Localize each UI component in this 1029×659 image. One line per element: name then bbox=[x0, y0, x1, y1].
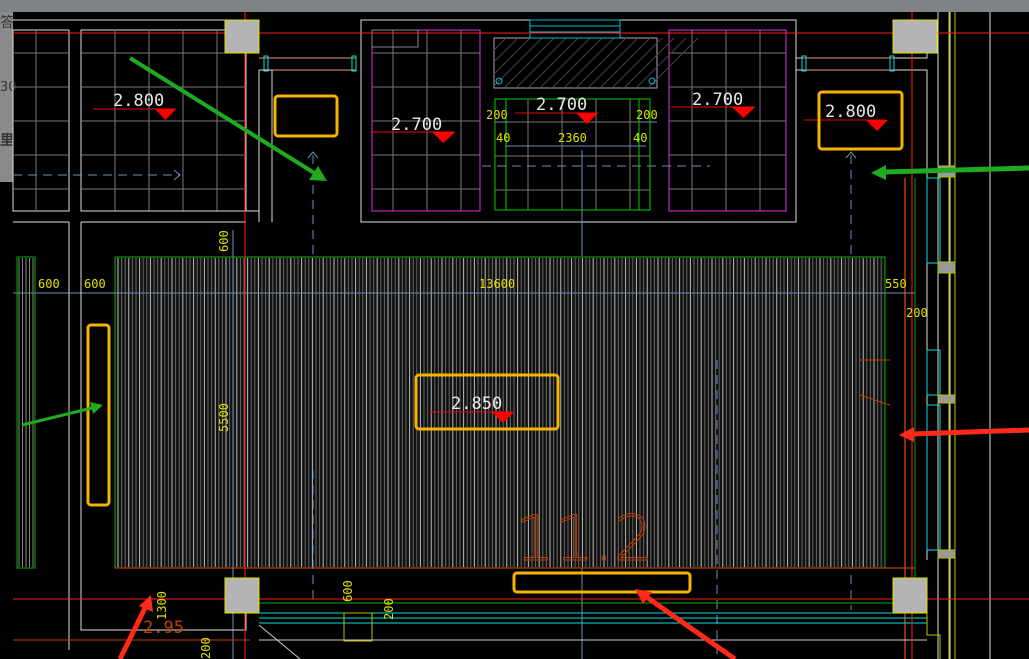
level-marker-top-right: 2.700 bbox=[671, 90, 755, 118]
drawing-line bbox=[503, 37, 555, 89]
red-arrow-icon bbox=[899, 427, 1029, 442]
level-marker-top-left: 2.700 bbox=[371, 115, 455, 143]
drawing-line bbox=[623, 37, 675, 89]
dim-text: 600 bbox=[38, 277, 60, 291]
highlight-box-left-corridor[interactable] bbox=[273, 94, 339, 138]
dim-text: 600 bbox=[84, 277, 106, 291]
highlight-boxes bbox=[86, 90, 904, 594]
green-arrow-icon bbox=[871, 165, 1029, 180]
level-text: 2.700 bbox=[692, 90, 743, 110]
dim-text: 200 bbox=[636, 108, 658, 122]
level-text: 2.850 bbox=[451, 394, 502, 414]
bottom-level-text: 2.95 bbox=[143, 618, 184, 638]
left-room bbox=[12, 19, 260, 222]
drawing-line bbox=[551, 37, 603, 89]
left-corridor bbox=[259, 55, 357, 255]
level-text: 2.700 bbox=[536, 95, 587, 115]
level-markers: 2.800 2.700 2.700 2.700 2.800 2.850 bbox=[93, 90, 888, 423]
dim-text: 200 bbox=[199, 637, 213, 659]
dim-text: 1300 bbox=[155, 591, 169, 620]
dim-text: 40 bbox=[633, 131, 647, 145]
dimension-labels: 200 40 2360 200 40 600 600 13600 550 200… bbox=[38, 108, 928, 659]
drawing-line bbox=[587, 37, 639, 89]
drawing-line bbox=[493, 37, 519, 63]
drawing-line bbox=[563, 37, 615, 89]
main-hall: 11.2 bbox=[13, 230, 915, 659]
level-text: 2.800 bbox=[113, 91, 164, 111]
annotation-arrows bbox=[21, 56, 1029, 659]
drawing-line bbox=[611, 37, 663, 89]
dim-text: 200 bbox=[382, 598, 396, 620]
dim-text: 600 bbox=[341, 580, 355, 602]
window-title-bar bbox=[0, 0, 1029, 12]
drawing-line bbox=[635, 37, 687, 89]
dim-text: 200 bbox=[906, 306, 928, 320]
left-structure bbox=[13, 221, 250, 650]
panel-text-low: 里 bbox=[0, 133, 14, 149]
drawing-line bbox=[493, 37, 507, 51]
drawing-line bbox=[539, 37, 591, 89]
red-axis-lines bbox=[13, 12, 1029, 659]
dim-text: 13600 bbox=[479, 277, 515, 291]
dim-text: 5500 bbox=[217, 403, 231, 432]
dim-text: 600 bbox=[217, 230, 231, 252]
red-arrow-icon bbox=[635, 589, 737, 659]
level-marker-right-room: 2.800 bbox=[804, 102, 888, 131]
structural-columns bbox=[224, 19, 938, 614]
drawing-line bbox=[527, 37, 579, 89]
level-marker-main-hall: 2.850 bbox=[430, 394, 514, 423]
panel-text-top: 答 bbox=[0, 15, 14, 31]
dim-text: 40 bbox=[496, 131, 510, 145]
drawing-line bbox=[599, 37, 651, 89]
level-marker-left-room: 2.800 bbox=[93, 91, 176, 120]
side-panel-fragment: 答 30 里 bbox=[0, 12, 17, 182]
dim-text: 550 bbox=[885, 277, 907, 291]
green-arrow-icon bbox=[128, 56, 327, 181]
dim-text: 200 bbox=[486, 108, 508, 122]
highlight-box-bottom-strip[interactable] bbox=[512, 571, 692, 594]
red-arrow-icon bbox=[117, 595, 153, 659]
bottom-structure bbox=[258, 578, 941, 659]
level-text: 2.800 bbox=[825, 102, 876, 122]
area-label: 11.2 bbox=[515, 502, 653, 575]
highlight-box-right-room[interactable] bbox=[817, 90, 904, 151]
panel-text-mid: 30 bbox=[0, 80, 17, 95]
highlight-box-main-hall[interactable] bbox=[414, 373, 560, 431]
top-center-suite bbox=[360, 19, 797, 659]
highlight-box-left-strip[interactable] bbox=[86, 323, 111, 507]
drawing-line bbox=[493, 37, 543, 87]
drawing-line bbox=[575, 37, 627, 89]
level-marker-top-center: 2.700 bbox=[515, 95, 598, 124]
green-arrow-icon bbox=[21, 402, 103, 427]
drawing-line bbox=[515, 37, 567, 89]
level-text: 2.700 bbox=[391, 115, 442, 135]
drawing-line bbox=[647, 37, 699, 89]
drawing-line bbox=[493, 37, 531, 75]
dim-text: 2360 bbox=[558, 131, 587, 145]
